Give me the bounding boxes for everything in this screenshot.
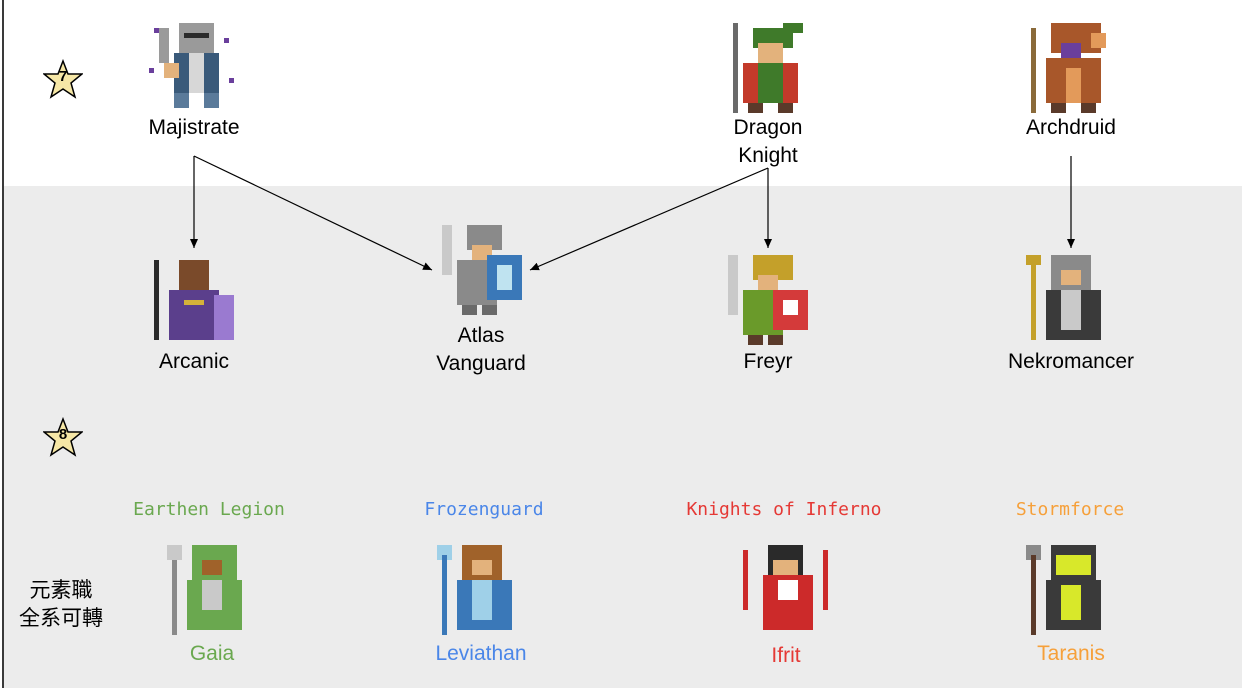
arcanic-sprite-icon <box>144 250 244 350</box>
element-name-taranis: Taranis <box>1037 642 1105 665</box>
class-name-dragon-knight: Dragon Knight <box>733 116 803 167</box>
tier-7-star-icon: 7 <box>41 58 85 99</box>
atlas-vanguard-sprite-icon <box>432 220 532 320</box>
tier-8-label: 8 <box>58 426 68 443</box>
class-name-majistrate: Majistrate <box>148 116 240 139</box>
dragon-knight-sprite-icon <box>718 18 818 118</box>
element-name-leviathan: Leviathan <box>435 642 527 665</box>
faction-frozenguard: Frozenguard <box>424 499 544 520</box>
class-name-archdruid: Archdruid <box>1026 116 1116 139</box>
gaia-sprite-icon <box>162 540 262 640</box>
faction-earthen-legion: Earthen Legion <box>133 499 285 520</box>
class-name-nekromancer: Nekromancer <box>1007 350 1135 373</box>
faction-knights-of-inferno: Knights of Inferno <box>686 499 882 520</box>
ifrit-sprite-icon <box>738 540 838 640</box>
element-class-note: 元素職 全系可轉 <box>19 579 103 630</box>
taranis-sprite-icon <box>1021 540 1121 640</box>
archdruid-sprite-icon <box>1021 18 1121 118</box>
tier-7-label: 7 <box>58 68 68 85</box>
arrow-dragonknight-atlas <box>529 167 769 271</box>
knight-helmet-sprite-icon <box>144 18 244 118</box>
arrow-majistrate-atlas <box>193 155 433 271</box>
class-name-atlas-vanguard: Atlas Vanguard <box>436 324 526 375</box>
freyr-sprite-icon <box>718 250 818 350</box>
class-name-arcanic: Arcanic <box>158 350 230 373</box>
class-name-freyr: Freyr <box>743 350 793 373</box>
element-name-gaia: Gaia <box>189 642 235 665</box>
faction-stormforce: Stormforce <box>1015 499 1125 520</box>
leviathan-sprite-icon <box>432 540 532 640</box>
tier-8-star-icon: 8 <box>41 416 85 457</box>
element-name-ifrit: Ifrit <box>771 644 801 667</box>
nekromancer-sprite-icon <box>1021 250 1121 350</box>
